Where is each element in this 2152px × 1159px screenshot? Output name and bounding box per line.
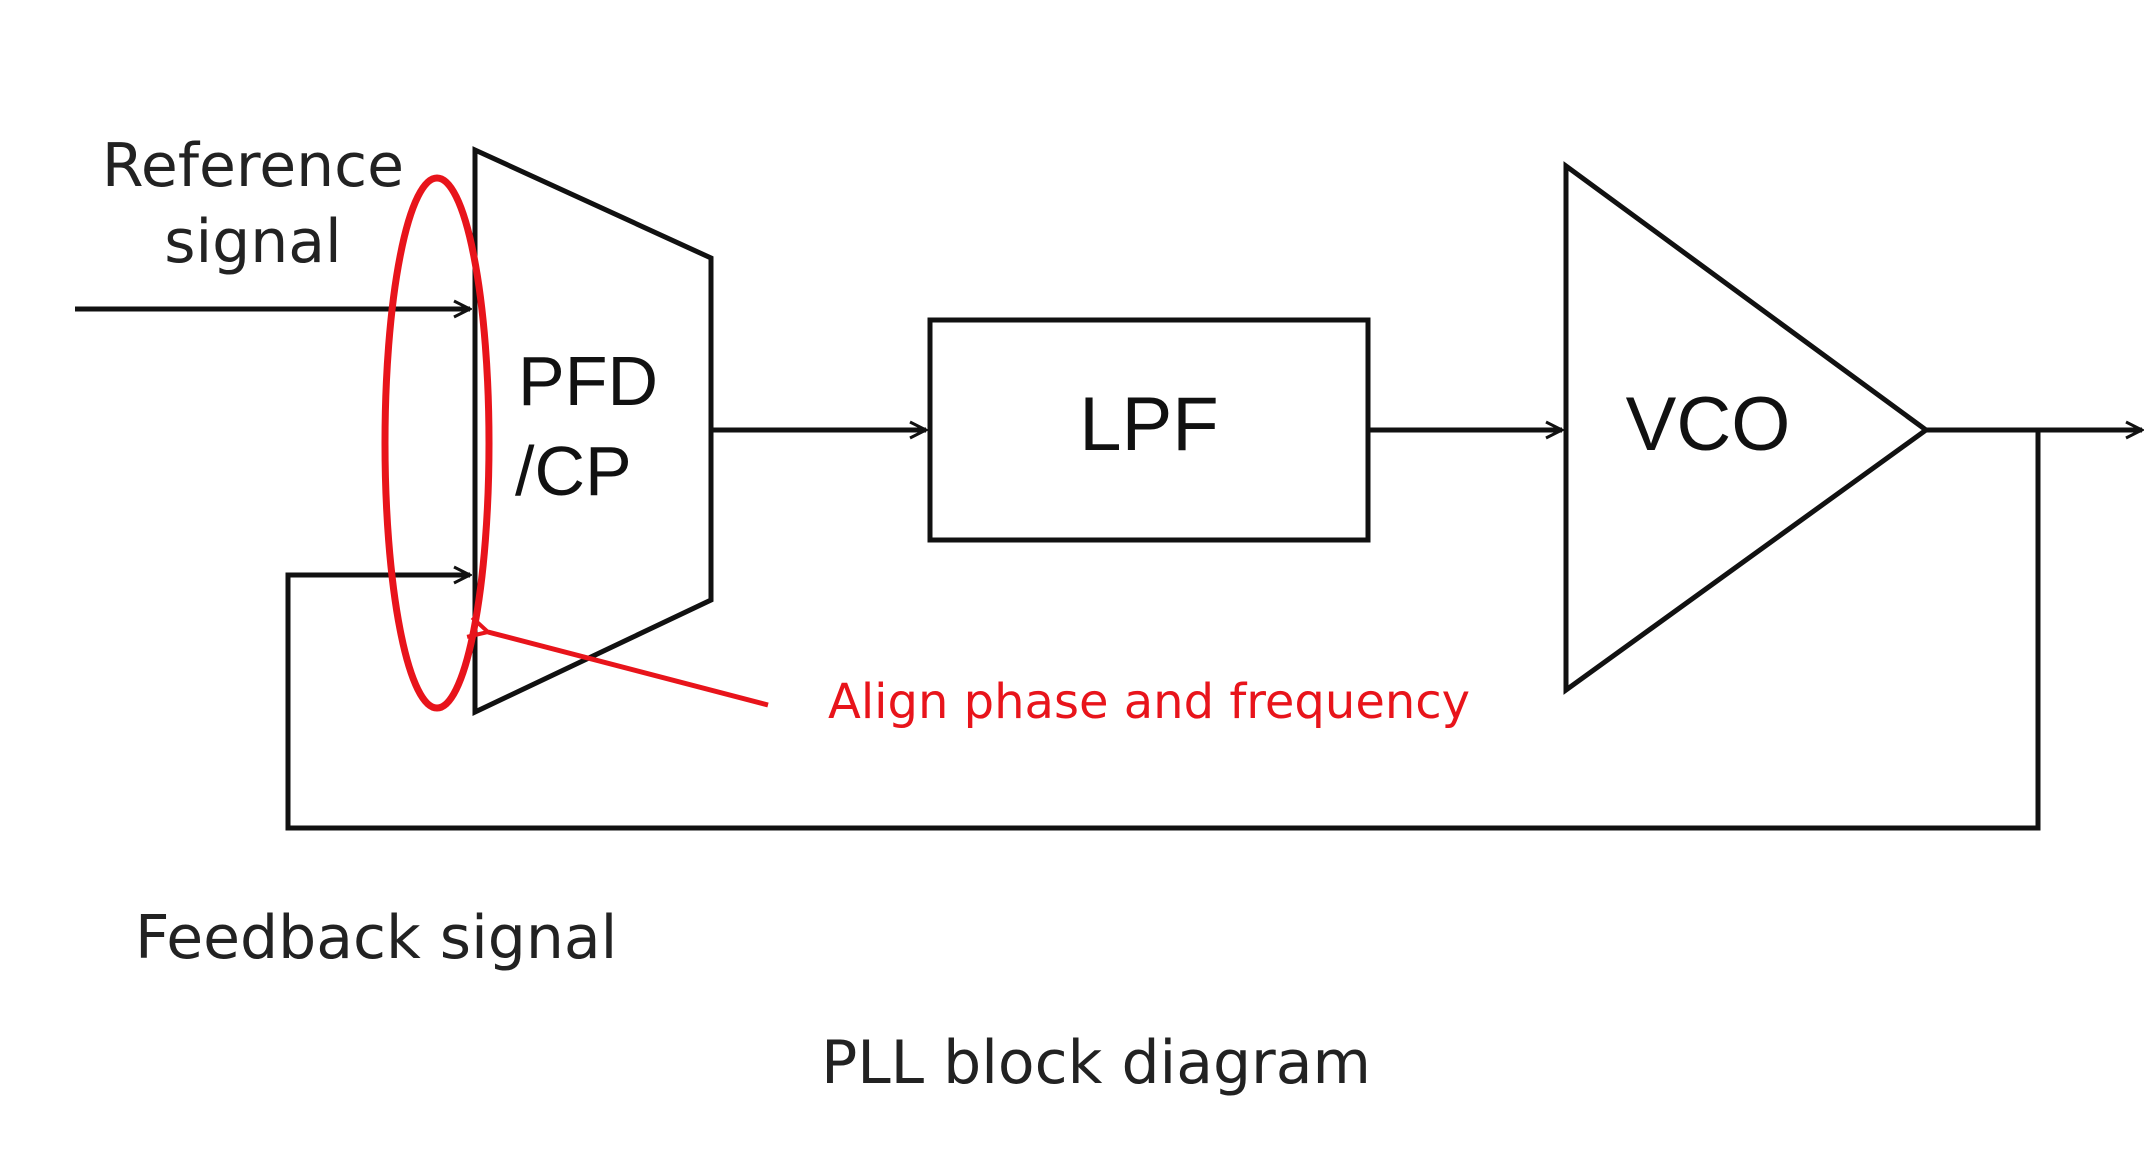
lpf-label: LPF: [1079, 382, 1218, 467]
lpf-block: [927, 317, 1371, 543]
vco-label: VCO: [1626, 382, 1791, 467]
input-highlight-ellipse: [381, 174, 493, 712]
feedback-loop-path: [285, 430, 2041, 831]
pfd-label-line1: PFD: [518, 342, 658, 420]
pfd-label-line2: /CP: [515, 432, 632, 510]
reference-signal-label-line2: signal: [164, 207, 341, 277]
annotation-label: Align phase and frequency: [828, 674, 1470, 730]
reference-signal-label-line1: Reference: [102, 131, 404, 201]
feedback-signal-label: Feedback signal: [135, 903, 617, 973]
diagram-caption: PLL block diagram: [821, 1028, 1371, 1098]
annotation-arrow: [488, 632, 769, 708]
vco-block: [1563, 161, 1931, 695]
pfd-cp-block: [472, 146, 714, 716]
